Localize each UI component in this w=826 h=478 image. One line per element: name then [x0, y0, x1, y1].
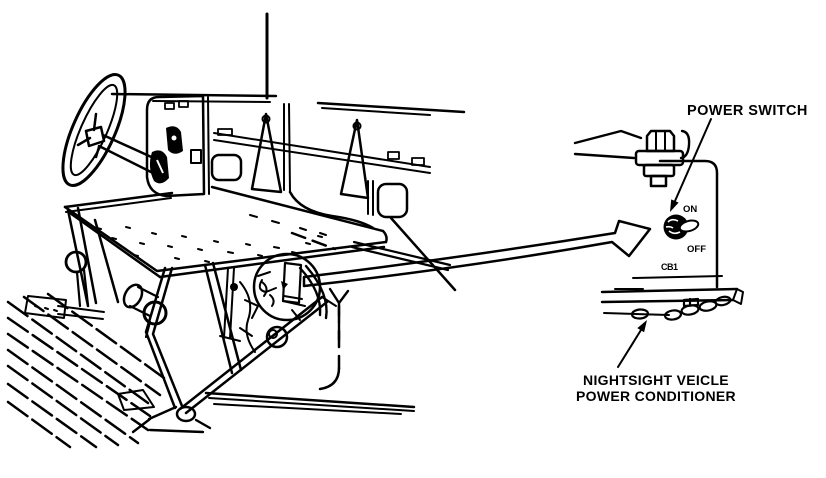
floor-grating	[6, 292, 166, 449]
cb1-label: CB1	[661, 262, 678, 272]
detail-arrow	[302, 219, 652, 288]
off-label: OFF	[687, 244, 706, 255]
hose	[298, 264, 328, 320]
conditioner-pointer-line	[617, 329, 642, 368]
connectors	[630, 295, 732, 321]
callout-circle	[252, 252, 322, 322]
under-platform-parts	[239, 264, 328, 353]
platform-rivets	[96, 214, 327, 263]
steering-column	[97, 126, 183, 184]
lever-knob-left	[64, 250, 88, 274]
power-switch-pointer-line	[674, 118, 712, 202]
conditioner-callout: NIGHTSIGHT VEICLE POWER CONDITIONER	[576, 320, 736, 404]
support-rail	[213, 128, 431, 174]
highlighted-component	[257, 261, 306, 307]
lever-knob-center	[142, 300, 168, 326]
steering-wheel	[61, 73, 127, 187]
vehicle-body-frame	[110, 12, 466, 292]
power-switch-toggle	[663, 214, 700, 240]
power-switch-pointer-head	[670, 199, 679, 212]
panel-cutout-right	[376, 182, 409, 219]
drivers-platform	[63, 185, 388, 279]
power-switch-callout: POWER SWITCH	[670, 103, 808, 212]
mounting-bracket	[573, 129, 691, 160]
platform-legs	[66, 206, 337, 415]
wheel-hub	[84, 125, 106, 148]
conditioner-label-line1: NIGHTSIGHT VEICLE	[583, 372, 729, 388]
cable	[239, 281, 256, 353]
floor-edge	[204, 391, 416, 415]
hidden-outline	[290, 231, 452, 391]
power-switch-label: POWER SWITCH	[687, 103, 808, 119]
power-conditioner-detail: ON OFF CB1	[573, 129, 744, 321]
on-label: ON	[683, 204, 697, 215]
conditioner-label-line2: POWER CONDITIONER	[576, 388, 736, 404]
switch-lever	[678, 219, 700, 233]
console	[145, 94, 243, 198]
a-frame-brackets	[250, 112, 370, 200]
conditioner-base	[600, 275, 744, 321]
conditioner-pointer-head	[637, 320, 647, 333]
panel-cutout-left	[210, 153, 243, 182]
mounting-bolt	[634, 129, 685, 188]
panel-face	[658, 159, 719, 289]
